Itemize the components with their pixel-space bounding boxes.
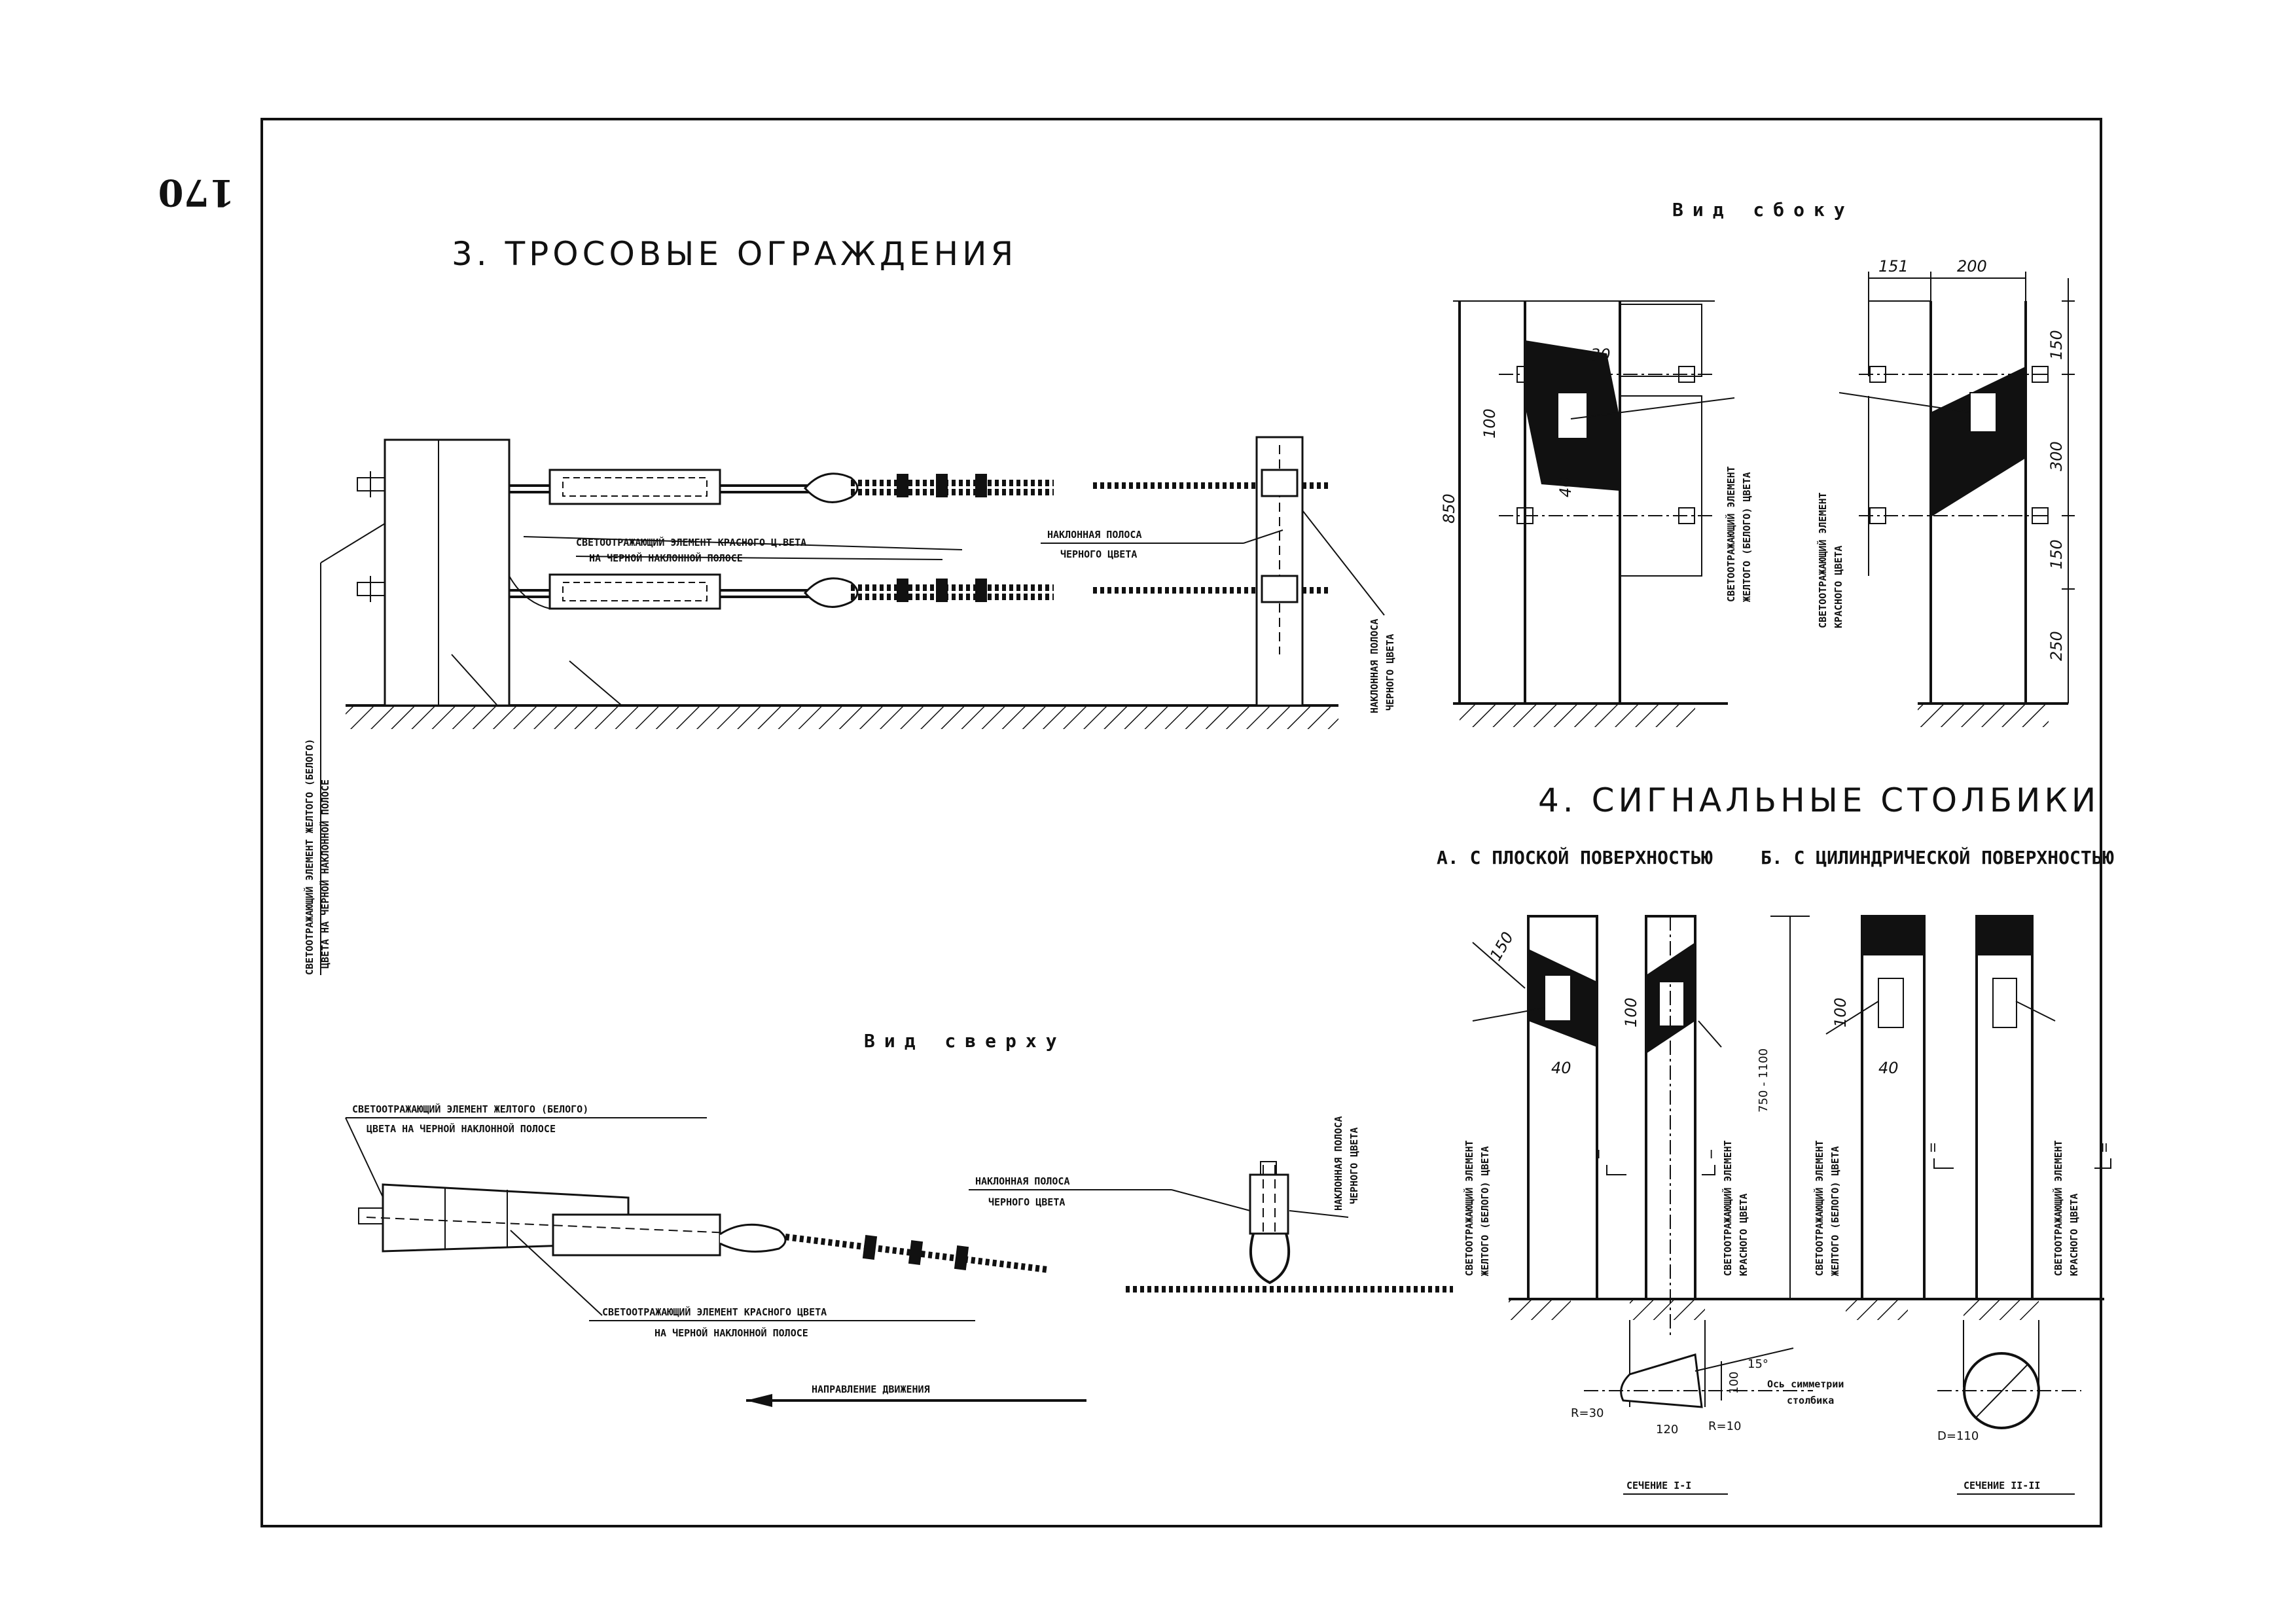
variant-b-label: Б. С ЦИЛИНДРИЧЕСКОЙ ПОВЕРХНОСТЬЮ xyxy=(1761,846,2114,868)
post1-label-2: ЖЕЛТОГО (БЕЛОГО) ЦВЕТА xyxy=(1479,1146,1491,1276)
mark-I-left: I xyxy=(1597,1148,1600,1162)
side-left-label-2: ЖЕЛТОГО (БЕЛОГО) ЦВЕТА xyxy=(1741,472,1753,602)
sec1-w120: 120 xyxy=(1656,1423,1678,1436)
sec1-caption: СЕЧЕНИЕ I-I xyxy=(1626,1480,1691,1491)
s4-dim-height: 750 - 1100 xyxy=(1757,1048,1770,1113)
side-dim-200: 200 xyxy=(1957,257,1987,276)
ground-front xyxy=(346,704,1338,729)
section-II-drawing xyxy=(1937,1320,2081,1429)
left-vertical-label-1: СВЕТООТРАЖАЮЩИЙ ЭЛЕМЕНТ ЖЕЛТОГО (БЕЛОГО) xyxy=(303,739,315,975)
side-view-title: Вид сбоку xyxy=(1672,199,1854,221)
sec1-axis-2: столбика xyxy=(1787,1395,1834,1406)
post2-label-1: СВЕТООТРАЖАЮЩИЙ ЭЛЕМЕНТ xyxy=(1721,1140,1734,1276)
top-stripe-v-label-2: ЧЕРНОГО ЦВЕТА xyxy=(1348,1128,1360,1204)
mark-II-left: II xyxy=(1929,1141,1937,1155)
left-vertical-label-2: ЦВЕТА НА ЧЕРНОЙ НАКЛОННОЙ ПОЛОСЕ xyxy=(319,779,331,969)
s4-dim-100a: 100 xyxy=(1622,997,1640,1027)
side-dim-30: 30 xyxy=(1590,346,1611,364)
side-dim-150b: 150 xyxy=(2047,539,2066,569)
post2-label-2: КРАСНОГО ЦВЕТА xyxy=(1738,1194,1749,1276)
top-yellow-label-2: ЦВЕТА НА ЧЕРНОЙ НАКЛОННОЙ ПОЛОСЕ xyxy=(367,1122,556,1135)
s4-dim-40a: 40 xyxy=(1551,1059,1571,1077)
top-stripe-label-1: НАКЛОННАЯ ПОЛОСА xyxy=(975,1175,1070,1187)
drawing-frame xyxy=(260,118,2102,1527)
post-cyl-2 xyxy=(1975,915,2034,1299)
mark-II-right: II xyxy=(2101,1141,2108,1155)
top-view-title: Вид сверху xyxy=(864,1030,1066,1052)
top-red-label-1: СВЕТООТРАЖАЮЩИЙ ЭЛЕМЕНТ КРАСНОГО ЦВЕТА xyxy=(602,1306,827,1318)
side-dim-100: 100 xyxy=(1480,408,1499,438)
stripe-label-1: НАКЛОННАЯ ПОЛОСА xyxy=(1047,529,1142,541)
side-dim-850: 850 xyxy=(1440,493,1458,524)
side-right-label-2: КРАСНОГО ЦВЕТА xyxy=(1833,546,1844,628)
side-dim-300: 300 xyxy=(2047,441,2066,471)
direction-label: НАПРАВЛЕНИЕ ДВИЖЕНИЯ xyxy=(812,1383,930,1395)
post4-label-2: КРАСНОГО ЦВЕТА xyxy=(2068,1194,2080,1276)
sec1-angle: 15° xyxy=(1748,1357,1768,1371)
ground-posts xyxy=(1509,1300,2039,1320)
s4-dim-100b: 100 xyxy=(1831,997,1850,1027)
post-cyl-1 xyxy=(1861,915,1926,1299)
sec1-h100: 100 xyxy=(1727,1372,1741,1394)
top-stripe-label-2: ЧЕРНОГО ЦВЕТА xyxy=(988,1196,1065,1208)
sec1-r10: R=10 xyxy=(1708,1419,1742,1433)
post3-label-1: СВЕТООТРАЖАЮЩИЙ ЭЛЕМЕНТ xyxy=(1813,1140,1825,1276)
top-view-post xyxy=(1126,1161,1453,1293)
upper-rope-assembly xyxy=(509,469,1257,505)
sec1-r30: R=30 xyxy=(1571,1406,1604,1420)
section4-title: 4. СИГНАЛЬНЫЕ СТОЛБИКИ xyxy=(1538,781,2100,819)
s4-dim-40b: 40 xyxy=(1878,1059,1899,1077)
section-I-drawing xyxy=(1584,1320,1813,1408)
intermediate-post-front xyxy=(1255,436,1329,707)
side-dim-40: 40 xyxy=(1556,477,1575,497)
top-stripe-v-label-1: НАКЛОННАЯ ПОЛОСА xyxy=(1333,1116,1344,1211)
anchor-block-front xyxy=(357,438,622,707)
post1-label-1: СВЕТООТРАЖАЮЩИЙ ЭЛЕМЕНТ xyxy=(1463,1140,1475,1276)
post3-label-2: ЖЕЛТОГО (БЕЛОГО) ЦВЕТА xyxy=(1829,1146,1841,1276)
sec2-caption: СЕЧЕНИЕ II-II xyxy=(1964,1480,2040,1491)
anchor-block-top xyxy=(358,1183,1048,1273)
side-right-label-1: СВЕТООТРАЖАЮЩИЙ ЭЛЕМЕНТ xyxy=(1816,492,1829,628)
lower-rope-assembly xyxy=(509,573,1257,610)
mark-I-right: I xyxy=(1710,1148,1713,1162)
variant-a-label: А. С ПЛОСКОЙ ПОВЕРХНОСТЬЮ xyxy=(1437,846,1713,868)
right-vertical-label-1: НАКЛОННАЯ ПОЛОСА xyxy=(1369,619,1380,714)
red-element-label-1: СВЕТООТРАЖАЮЩИЙ ЭЛЕМЕНТ КРАСНОГО Ц.ВЕТА xyxy=(576,536,806,548)
sec1-axis-1: Ось симметрии xyxy=(1767,1378,1844,1390)
post-flat-1 xyxy=(1527,915,1598,1299)
side-dim-150a: 150 xyxy=(2047,330,2066,360)
red-element-label-2: НА ЧЕРНОЙ НАКЛОННОЙ ПОЛОСЕ xyxy=(589,552,743,564)
sec2-d110: D=110 xyxy=(1937,1429,1979,1443)
side-view-left xyxy=(1453,300,1735,727)
post-flat-2 xyxy=(1645,915,1696,1335)
right-vertical-label-2: ЧЕРНОГО ЦВЕТА xyxy=(1384,634,1396,711)
stripe-label-2: ЧЕРНОГО ЦВЕТА xyxy=(1060,548,1137,560)
side-view-right xyxy=(1839,272,2075,727)
side-left-label-1: СВЕТООТРАЖАЮЩИЙ ЭЛЕМЕНТ xyxy=(1725,466,1737,602)
side-dim-151: 151 xyxy=(1878,257,1909,276)
post4-label-1: СВЕТООТРАЖАЮЩИЙ ЭЛЕМЕНТ xyxy=(2052,1140,2064,1276)
section3-title: 3. ТРОСОВЫЕ ОГРАЖДЕНИЯ xyxy=(452,235,1017,273)
side-dim-250: 250 xyxy=(2047,631,2066,661)
section-markers xyxy=(1606,1158,2111,1175)
page-number: 170 xyxy=(158,171,235,214)
top-yellow-label-1: СВЕТООТРАЖАЮЩИЙ ЭЛЕМЕНТ ЖЕЛТОГО (БЕЛОГО) xyxy=(352,1103,588,1115)
top-red-label-2: НА ЧЕРНОЙ НАКЛОННОЙ ПОЛОСЕ xyxy=(655,1327,808,1339)
